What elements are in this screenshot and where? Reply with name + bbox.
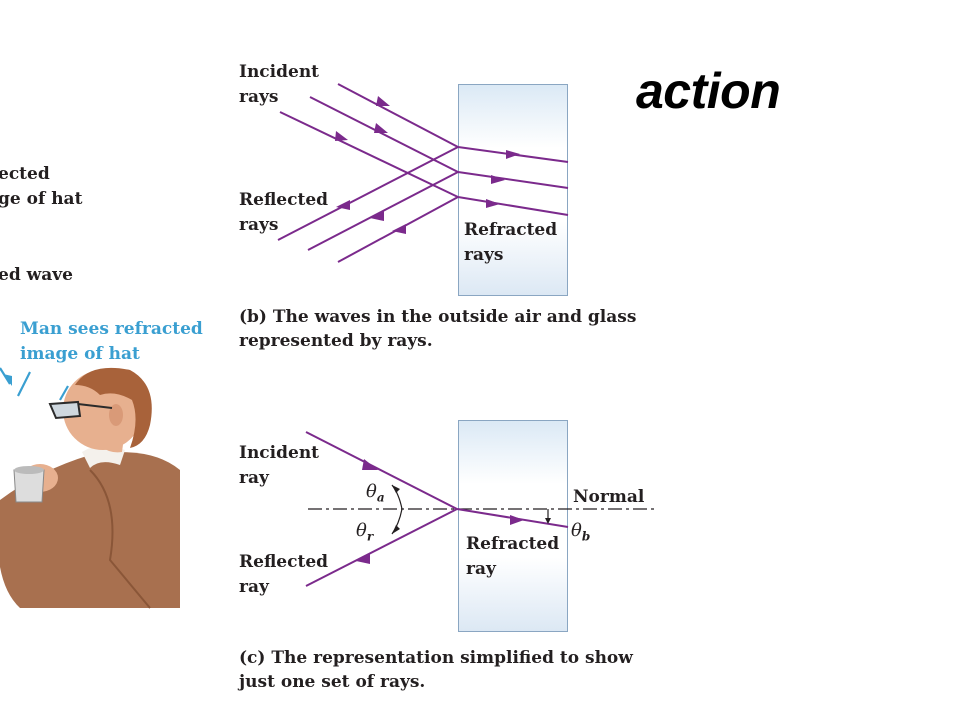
hair	[75, 367, 152, 448]
reflected-ray-label-line1: Reflected	[239, 552, 329, 572]
incident-ray-label-line2: ray	[239, 468, 269, 488]
caption-b-prefix: (b)	[239, 307, 267, 327]
sight-line-2	[17, 371, 31, 397]
incident-rays-label-line1: Incident	[239, 62, 320, 82]
refracted-rays-label-line1: Refracted	[464, 220, 558, 240]
incident-arrow-3	[335, 131, 348, 141]
slide-title: action	[636, 63, 781, 119]
man-with-cup-illustration	[0, 367, 180, 609]
man-illustration-panel: ected ge of hat ed wave Man sees refract…	[0, 160, 210, 620]
man-sees-label-line1: Man sees refracted	[20, 319, 203, 339]
caption-b-text: The waves in the outside air and glass	[272, 307, 637, 327]
theta-b-arrow	[545, 518, 551, 524]
reflected-ray-arrow	[356, 553, 370, 564]
reflected-ray-label-line2: ray	[239, 577, 269, 597]
refracted-ray-label-line2: ray	[466, 559, 496, 579]
reflected-ray-2	[307, 171, 459, 251]
refracted-ray-2	[457, 171, 569, 189]
caption-b: (b) The waves in the outside air and gla…	[239, 305, 636, 353]
refracted-arrow-2	[491, 175, 505, 184]
glass-slab-c	[458, 420, 568, 632]
caption-c-prefix: (c)	[239, 648, 266, 668]
reflected-arrow-3	[392, 224, 406, 234]
reflected-ray-1	[277, 146, 459, 241]
refracted-ray-3	[457, 196, 569, 216]
incident-rays-label-line2: rays	[239, 87, 279, 107]
reflected-ray	[305, 508, 458, 587]
reflected-rays-label-line1: Reflected	[239, 190, 329, 210]
refracted-arrow-3	[486, 199, 500, 208]
refracted-arrow-1	[506, 150, 520, 159]
caption-c-text: The representation simplified to show	[271, 648, 633, 668]
incident-arrow-1	[376, 96, 390, 106]
theta-a-label: θa	[366, 481, 385, 505]
reflected-arrow-2	[370, 211, 384, 221]
theta-r-label: θr	[356, 520, 374, 544]
sight-arrow-head	[3, 374, 12, 386]
incident-ray	[305, 431, 458, 510]
reflected-image-label-line1: ected	[0, 164, 50, 184]
theta-b-label: θb	[571, 520, 591, 544]
theta-r-arrow	[392, 525, 400, 534]
glasses	[48, 400, 82, 420]
caption-c-text2: just one set of rays.	[239, 672, 426, 692]
sight-line-3	[59, 385, 69, 401]
incident-ray-label-line1: Incident	[239, 443, 320, 463]
theta-a-arrow	[392, 485, 400, 493]
caption-c: (c) The representation simplified to sho…	[239, 646, 633, 694]
incident-ray-3	[279, 111, 459, 198]
glass-slab-b	[458, 84, 568, 296]
incident-ray-1	[337, 83, 459, 148]
normal-label: Normal	[573, 487, 645, 507]
reflected-wave-label: ed wave	[0, 265, 73, 285]
reflected-arrow-1	[336, 200, 350, 210]
caption-b-text2: represented by rays.	[239, 331, 433, 351]
reflected-image-label-line2: ge of hat	[0, 189, 83, 209]
refracted-rays-label-line2: rays	[464, 245, 504, 265]
refracted-ray-label-line1: Refracted	[466, 534, 560, 554]
incident-arrow-2	[374, 123, 388, 133]
incident-ray-arrow	[362, 459, 378, 470]
reflected-rays-label-line2: rays	[239, 215, 279, 235]
refracted-ray-arrow	[510, 515, 524, 525]
man-sees-label-line2: image of hat	[20, 344, 140, 364]
